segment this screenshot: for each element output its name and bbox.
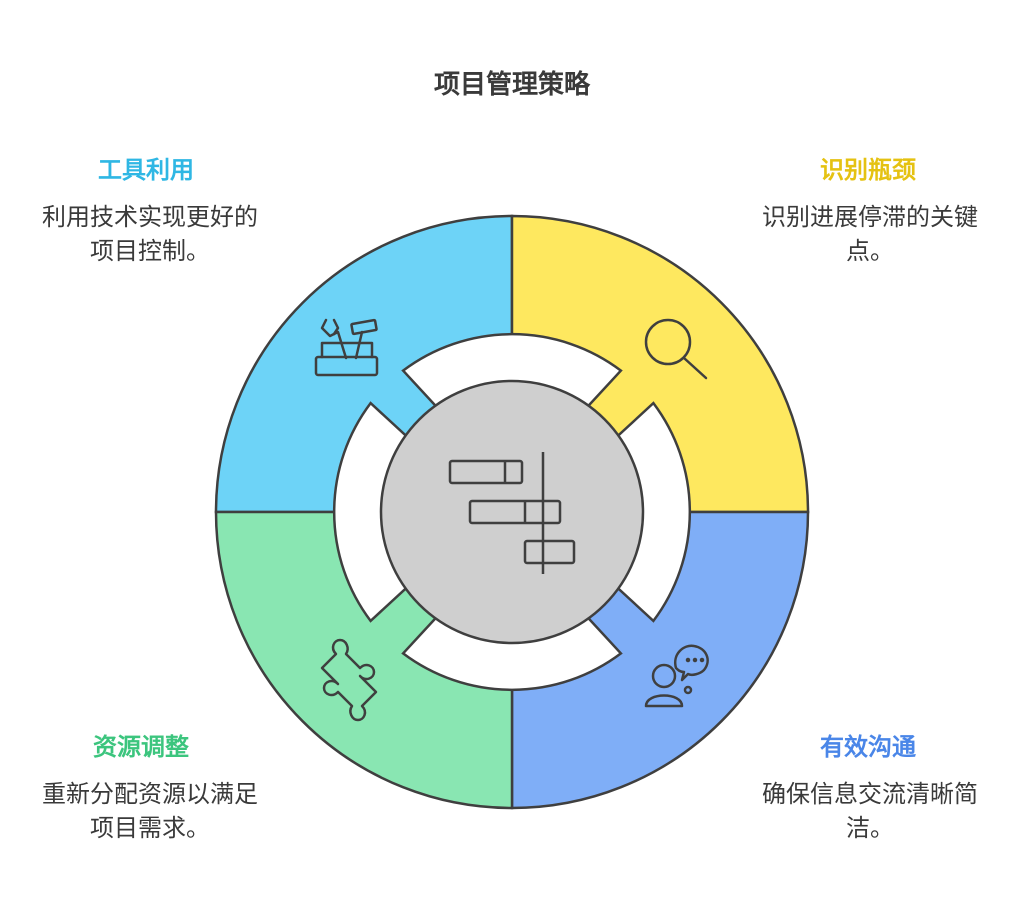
section-desc-resources: 重新分配资源以满足项目需求。 [42,780,258,842]
center-circle [379,379,645,645]
gantt-chart-icon [448,452,576,574]
person-speech-icon [644,644,709,708]
page-title: 项目管理策略 [433,70,590,100]
section-desc-tools: 利用技术实现更好的项目控制。 [42,203,258,265]
section-label-communicate: 有效沟通 [820,733,916,761]
section-label-identify: 识别瓶颈 [820,156,916,184]
section-label-resources: 资源调整 [93,733,189,761]
toolbox-icon [314,318,379,377]
puzzle-icon [320,638,378,722]
section-label-tools: 工具利用 [98,156,194,184]
section-desc-communicate: 确保信息交流清晰简洁。 [762,780,978,842]
ring-segments [333,333,691,691]
magnifier-icon [644,318,708,380]
section-desc-identify: 识别进展停滞的关键点。 [762,203,978,265]
